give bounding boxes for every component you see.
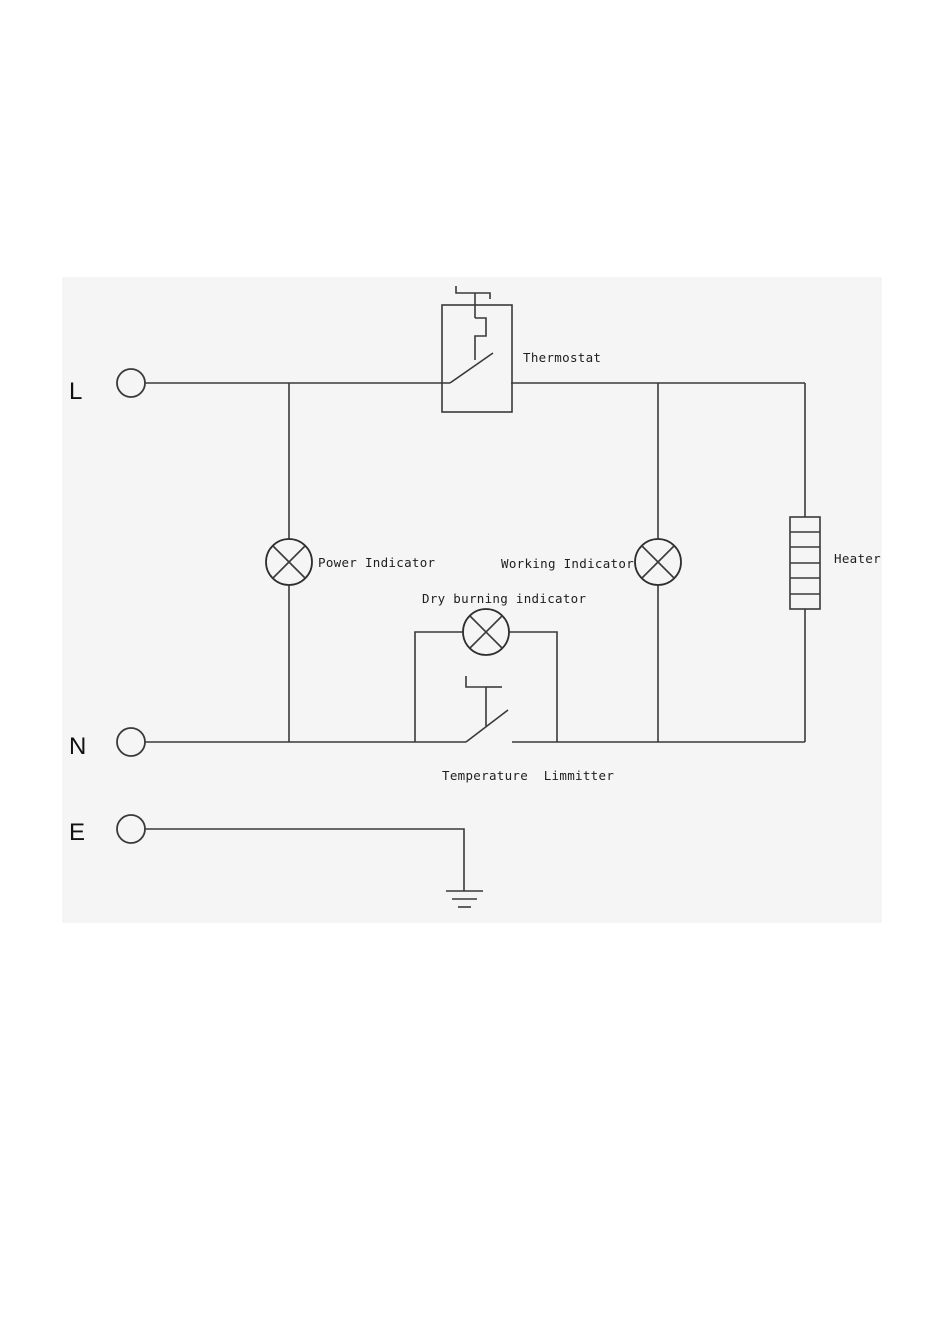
terminal-l-circle <box>117 369 145 397</box>
working-indicator-label: Working Indicator <box>501 556 634 571</box>
terminal-n-letter: N <box>69 733 86 760</box>
dry-burning-indicator-lamp <box>463 609 509 655</box>
heater-symbol <box>790 517 820 609</box>
ground-icon <box>446 891 483 907</box>
temperature-limiter-symbol <box>466 676 508 742</box>
power-indicator-lamp <box>266 539 312 585</box>
thermostat-symbol <box>442 286 512 412</box>
working-indicator-lamp <box>635 539 681 585</box>
terminal-e-circle <box>117 815 145 843</box>
power-indicator-label: Power Indicator <box>318 555 436 570</box>
dry-burning-indicator-label: Dry burning indicator <box>422 591 587 606</box>
earth-line <box>145 829 464 891</box>
temperature-limiter-label: Temperature Limmitter <box>442 768 614 783</box>
heater-label: Heater <box>834 551 881 566</box>
terminal-l-letter: L <box>69 378 82 405</box>
terminal-e-letter: E <box>69 819 85 846</box>
thermostat-label: Thermostat <box>523 350 601 365</box>
terminal-n-circle <box>117 728 145 756</box>
